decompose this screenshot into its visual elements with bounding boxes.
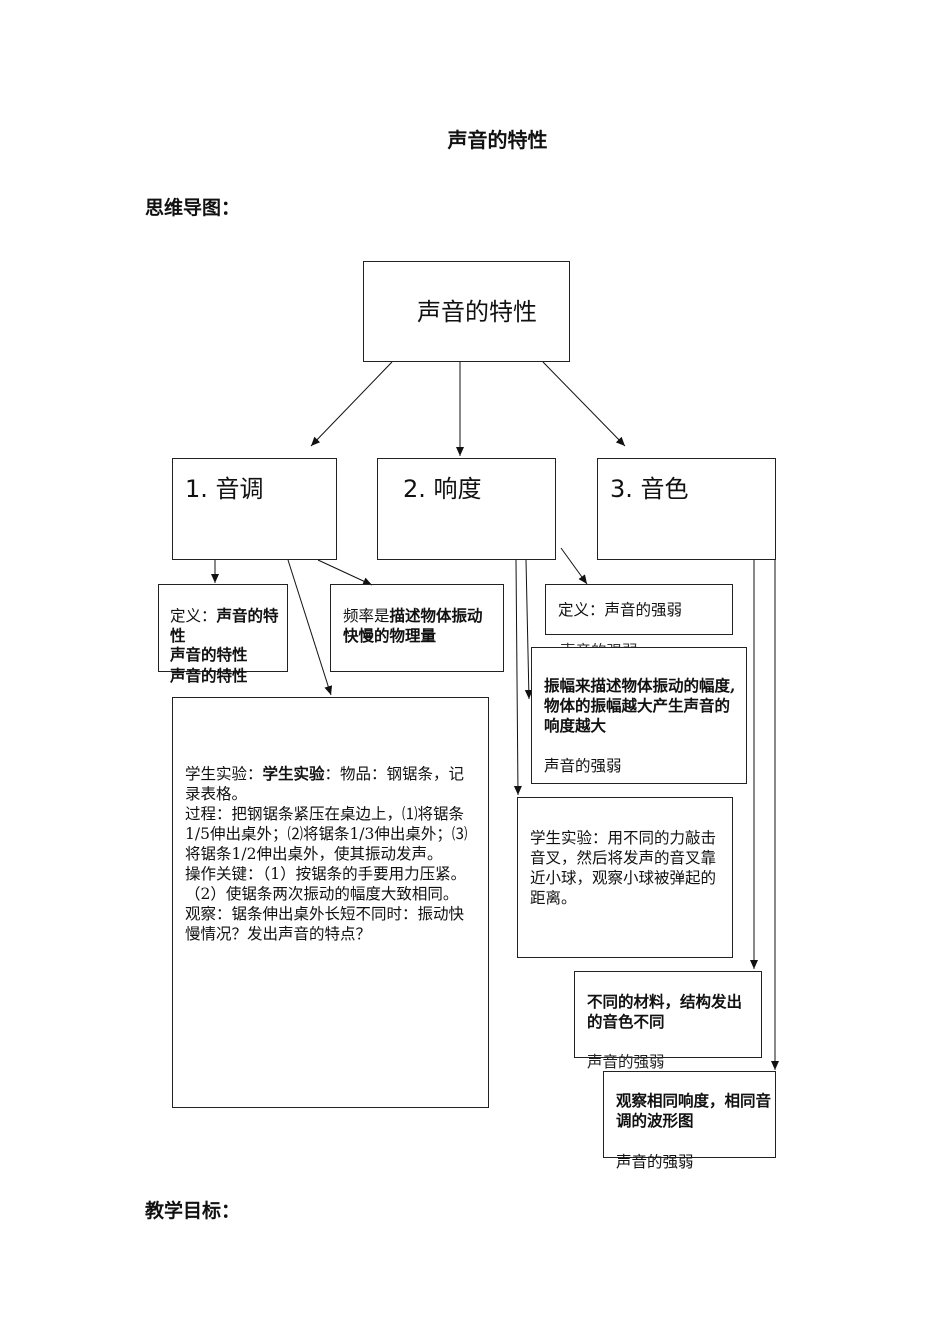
mindmap-pitch-box: 1. 音调 [172, 458, 337, 560]
pitch-definition-overlap-2: 声音的特性 [170, 666, 248, 685]
frequency-bold: 描述物体振动快慢的物理量 [343, 606, 483, 645]
mindmap-pitch-label: 1. 音调 [185, 475, 264, 503]
page-title: 声音的特性 [447, 128, 548, 152]
pitch-experiment-text: 学生实验：学生实验：物品：钢锯条，记录表格。 过程：把钢锯条紧压在桌边上，⑴将锯… [185, 764, 479, 944]
mindmap-root-box: 声音的特性 [363, 261, 570, 362]
timbre-material-subtext: 声音的强弱 [587, 1053, 665, 1071]
pitch-definition-bold: 声音的特性 [170, 606, 279, 645]
timbre-waveform-box [603, 1071, 776, 1158]
pitch-definition-text: 定义：声音的特性 [170, 606, 282, 646]
frequency-prefix: 频率是 [343, 607, 390, 625]
arrow-loud-to-amplitude [524, 559, 533, 700]
arrow-root-to-pitch [310, 361, 393, 447]
timbre-waveform-text: 观察相同响度，相同音调的波形图 [616, 1091, 772, 1130]
pitch-definition-prefix: 定义： [170, 607, 217, 625]
pitch-experiment-bold: 学生实验 [262, 764, 325, 783]
mindmap-timbre-label: 3. 音色 [610, 475, 689, 503]
pitch-experiment-box [172, 697, 489, 1108]
mindmap-loudness-label: 2. 响度 [403, 475, 482, 503]
amplitude-text: 振幅来描述物体振动的幅度,物体的振幅越大产生声音的响度越大 [544, 676, 736, 735]
pitch-experiment-prefix: 学生实验： [185, 765, 263, 783]
section-mindmap-heading: 思维导图： [145, 197, 241, 219]
arrow-pitch-to-exp [287, 559, 333, 696]
loudness-experiment-text: 学生实验：用不同的力敲击音叉，然后将发声的音叉靠近小球，观察小球被弹起的距离。 [530, 829, 717, 907]
mindmap-loudness-box: 2. 响度 [377, 458, 556, 560]
amplitude-box [531, 647, 747, 784]
timbre-material-text: 不同的材料，结构发出的音色不同 [587, 992, 743, 1031]
section-goals-heading: 教学目标： [145, 1200, 241, 1222]
arrow-loud-to-def [560, 547, 588, 585]
loudness-experiment-box [517, 797, 733, 958]
loudness-definition-box [545, 584, 733, 635]
arrow-pitch-to-freq [317, 559, 373, 586]
pitch-definition-box [158, 584, 288, 672]
loudness-definition-text: 定义：声音的强弱 [558, 601, 683, 619]
arrow-loud-to-exp [513, 559, 522, 796]
pitch-definition-overlap-1: 声音的特性 [170, 645, 248, 664]
loudness-definition-overlap: 声音的强弱 [560, 641, 638, 649]
timbre-material-box [574, 971, 762, 1058]
pitch-experiment-body: ：物品：钢锯条，记录表格。 过程：把钢锯条紧压在桌边上，⑴将锯条1/5伸出桌外；… [185, 765, 468, 943]
arrow-root-to-timbre [542, 361, 626, 447]
mindmap-timbre-box: 3. 音色 [597, 458, 776, 560]
frequency-box [330, 584, 504, 672]
timbre-waveform-subtext: 声音的强弱 [616, 1153, 694, 1171]
frequency-text: 频率是描述物体振动快慢的物理量 [343, 606, 483, 646]
mindmap-root-label: 声音的特性 [417, 298, 537, 326]
amplitude-subtext: 声音的强弱 [544, 757, 622, 775]
